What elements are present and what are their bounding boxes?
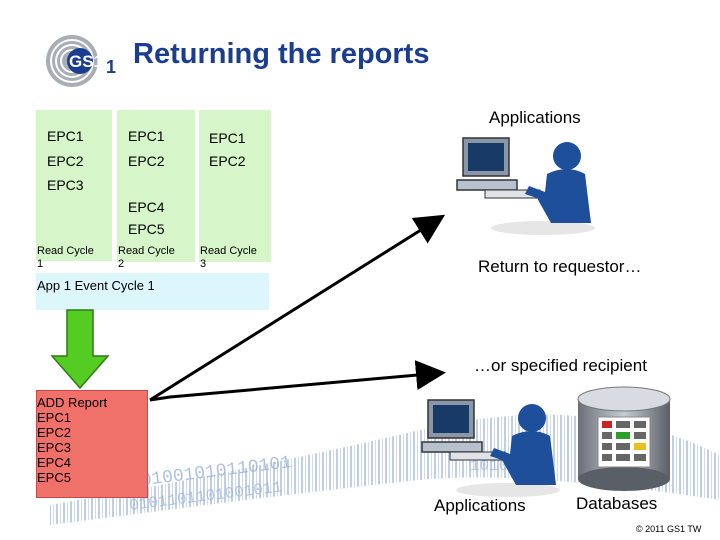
cycle1-epc2: EPC2 [47, 153, 84, 169]
return-to-requestor-label: Return to requestor… [478, 257, 642, 276]
report-line: EPC2 [37, 425, 71, 440]
cycle3-epc2: EPC2 [209, 153, 246, 169]
cycle3-epc1: EPC1 [209, 130, 246, 146]
svg-text:1: 1 [106, 57, 116, 77]
gs1-logo-icon: GS1 1 [42, 33, 122, 89]
read-cycle-1-lower [36, 215, 112, 261]
report-line: EPC5 [37, 470, 71, 485]
read-cycle-3-box [199, 110, 271, 262]
copyright: © 2011 GS1 TW [636, 524, 702, 534]
cycle2-epc4: EPC4 [128, 199, 165, 215]
computer-user-icon [421, 399, 560, 497]
arrow-to-requestor [149, 214, 446, 402]
applications-bottom-label: Applications [434, 496, 526, 515]
report-line: ADD Report [37, 395, 108, 410]
green-down-arrow-icon [50, 309, 110, 390]
database-icon [577, 386, 671, 491]
computer-user-icon [456, 137, 595, 235]
logo-text: GS1 [69, 52, 103, 71]
arrow-to-recipient [149, 360, 446, 402]
report-box: ADD Report EPC1 EPC2 EPC3 EPC4 EPC5 [36, 390, 148, 498]
report-line: EPC4 [37, 455, 71, 470]
cycle2-epc1: EPC1 [128, 128, 165, 144]
page-title: Returning the reports [133, 38, 430, 70]
applications-top-label: Applications [489, 108, 581, 127]
report-line: EPC3 [37, 440, 71, 455]
read-cycle-1-box [36, 110, 112, 215]
event-cycle-bar: App 1 Event Cycle 1 [36, 273, 269, 310]
read-cycle-2-box [117, 110, 195, 262]
specified-recipient-label: …or specified recipient [474, 356, 647, 375]
cycle2-epc2: EPC2 [128, 153, 165, 169]
cycle1-epc3: EPC3 [47, 177, 84, 193]
cycle2-epc5: EPC5 [128, 221, 165, 237]
event-cycle-label: App 1 Event Cycle 1 [37, 278, 155, 293]
databases-label: Databases [576, 494, 658, 513]
cycle1-epc1: EPC1 [47, 128, 84, 144]
report-line: EPC1 [37, 410, 71, 425]
